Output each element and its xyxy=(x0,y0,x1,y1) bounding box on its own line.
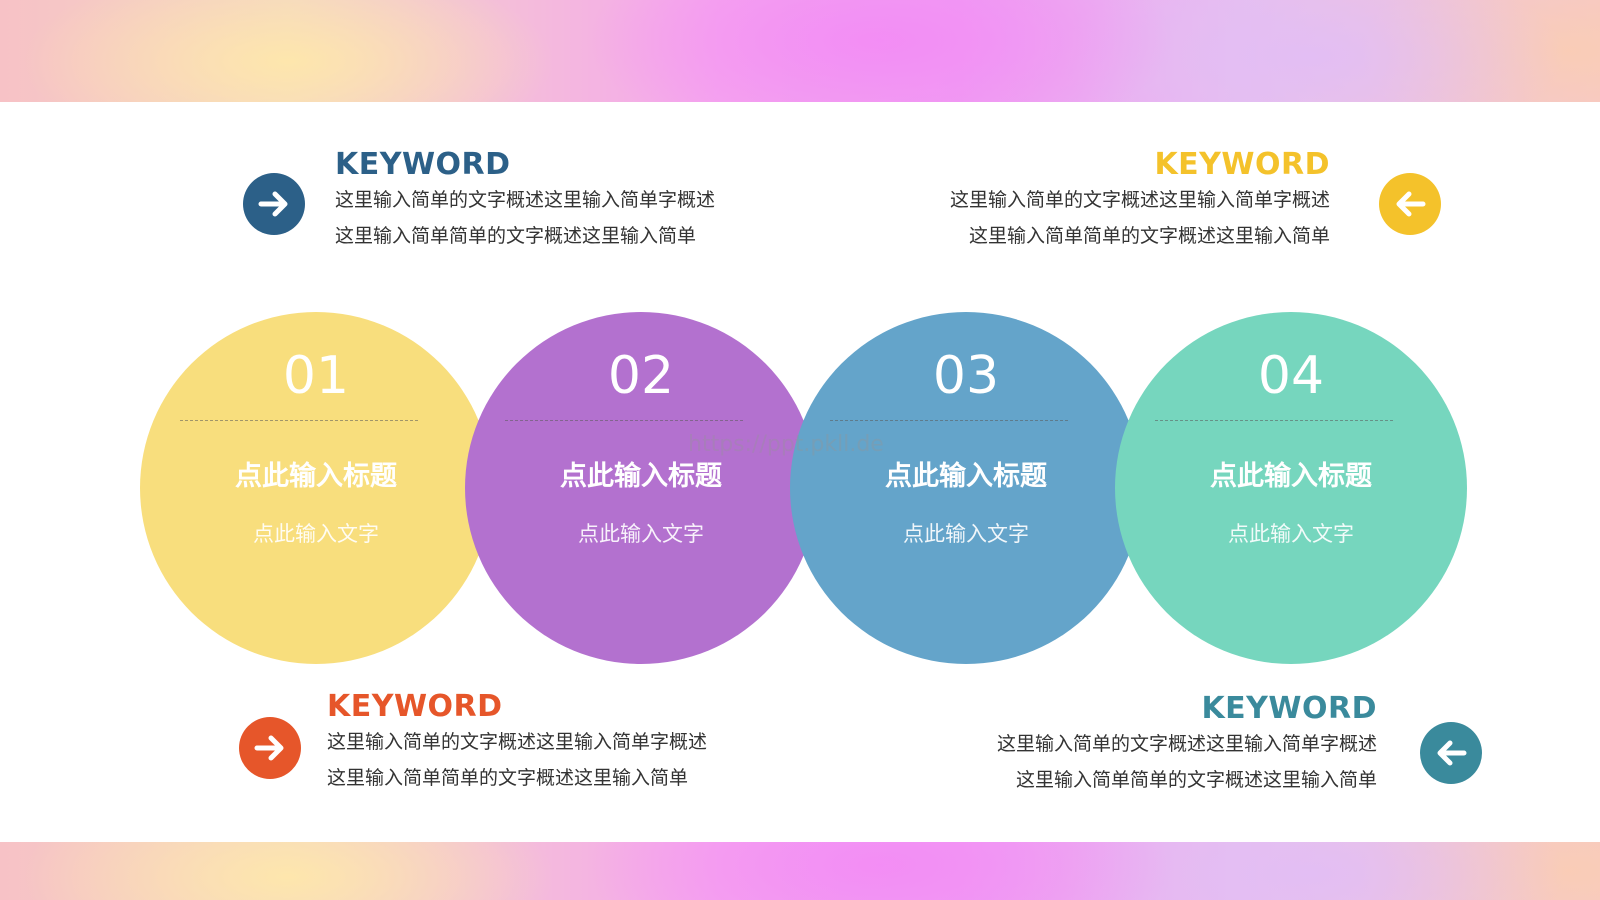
dashed-divider xyxy=(1155,420,1393,421)
keyword-title: KEYWORD xyxy=(1154,147,1330,182)
step-circle-4: 04 点此输入标题 点此输入文字 xyxy=(1115,312,1467,664)
keyword-description-line1: 这里输入简单的文字概述这里输入简单字概述 xyxy=(327,731,708,753)
step-text: 点此输入文字 xyxy=(578,522,704,546)
arrow-right-icon xyxy=(243,173,305,235)
arrow-right-icon xyxy=(239,717,301,779)
keyword-description-line1: 这里输入简单的文字概述这里输入简单字概述 xyxy=(996,733,1377,755)
step-text: 点此输入文字 xyxy=(253,522,379,546)
step-circle-1: 01 点此输入标题 点此输入文字 xyxy=(140,312,492,664)
keyword-block-4: KEYWORD 这里输入简单的文字概述这里输入简单字概述 这里输入简单简单的文字… xyxy=(997,692,1377,798)
keyword-block-2: KEYWORD 这里输入简单的文字概述这里输入简单字概述 这里输入简单简单的文字… xyxy=(950,148,1330,254)
step-text: 点此输入文字 xyxy=(903,522,1029,546)
arrow-left-icon xyxy=(1379,173,1441,235)
watermark: https://ppt.pkll.de xyxy=(688,432,884,457)
keyword-title: KEYWORD xyxy=(1201,691,1377,726)
step-title: 点此输入标题 xyxy=(235,461,397,492)
step-number: 01 xyxy=(282,346,350,406)
step-title: 点此输入标题 xyxy=(560,461,722,492)
keyword-description-line1: 这里输入简单的文字概述这里输入简单字概述 xyxy=(949,189,1330,211)
step-circle-3: 03 点此输入标题 点此输入文字 xyxy=(790,312,1142,664)
bottom-gradient-band xyxy=(0,842,1600,900)
keyword-description-line2: 这里输入简单简单的文字概述这里输入简单 xyxy=(968,225,1330,247)
step-number: 03 xyxy=(932,346,1000,406)
step-circle-2: 02 点此输入标题 点此输入文字 xyxy=(465,312,817,664)
step-text: 点此输入文字 xyxy=(1228,522,1354,546)
keyword-description-line2: 这里输入简单简单的文字概述这里输入简单 xyxy=(1015,769,1377,791)
dashed-divider xyxy=(830,420,1068,421)
keyword-description-line2: 这里输入简单简单的文字概述这里输入简单 xyxy=(327,767,689,789)
step-number: 02 xyxy=(607,346,675,406)
keyword-title: KEYWORD xyxy=(327,689,503,724)
step-title: 点此输入标题 xyxy=(1210,461,1372,492)
top-gradient-band xyxy=(0,0,1600,102)
keyword-title: KEYWORD xyxy=(335,147,511,182)
step-title: 点此输入标题 xyxy=(885,461,1047,492)
arrow-left-icon xyxy=(1420,722,1482,784)
keyword-block-1: KEYWORD 这里输入简单的文字概述这里输入简单字概述 这里输入简单简单的文字… xyxy=(335,148,715,254)
keyword-description-line1: 这里输入简单的文字概述这里输入简单字概述 xyxy=(335,189,716,211)
keyword-description-line2: 这里输入简单简单的文字概述这里输入简单 xyxy=(335,225,697,247)
dashed-divider xyxy=(505,420,743,421)
dashed-divider xyxy=(180,420,418,421)
step-number: 04 xyxy=(1257,346,1325,406)
keyword-block-3: KEYWORD 这里输入简单的文字概述这里输入简单字概述 这里输入简单简单的文字… xyxy=(327,690,707,796)
